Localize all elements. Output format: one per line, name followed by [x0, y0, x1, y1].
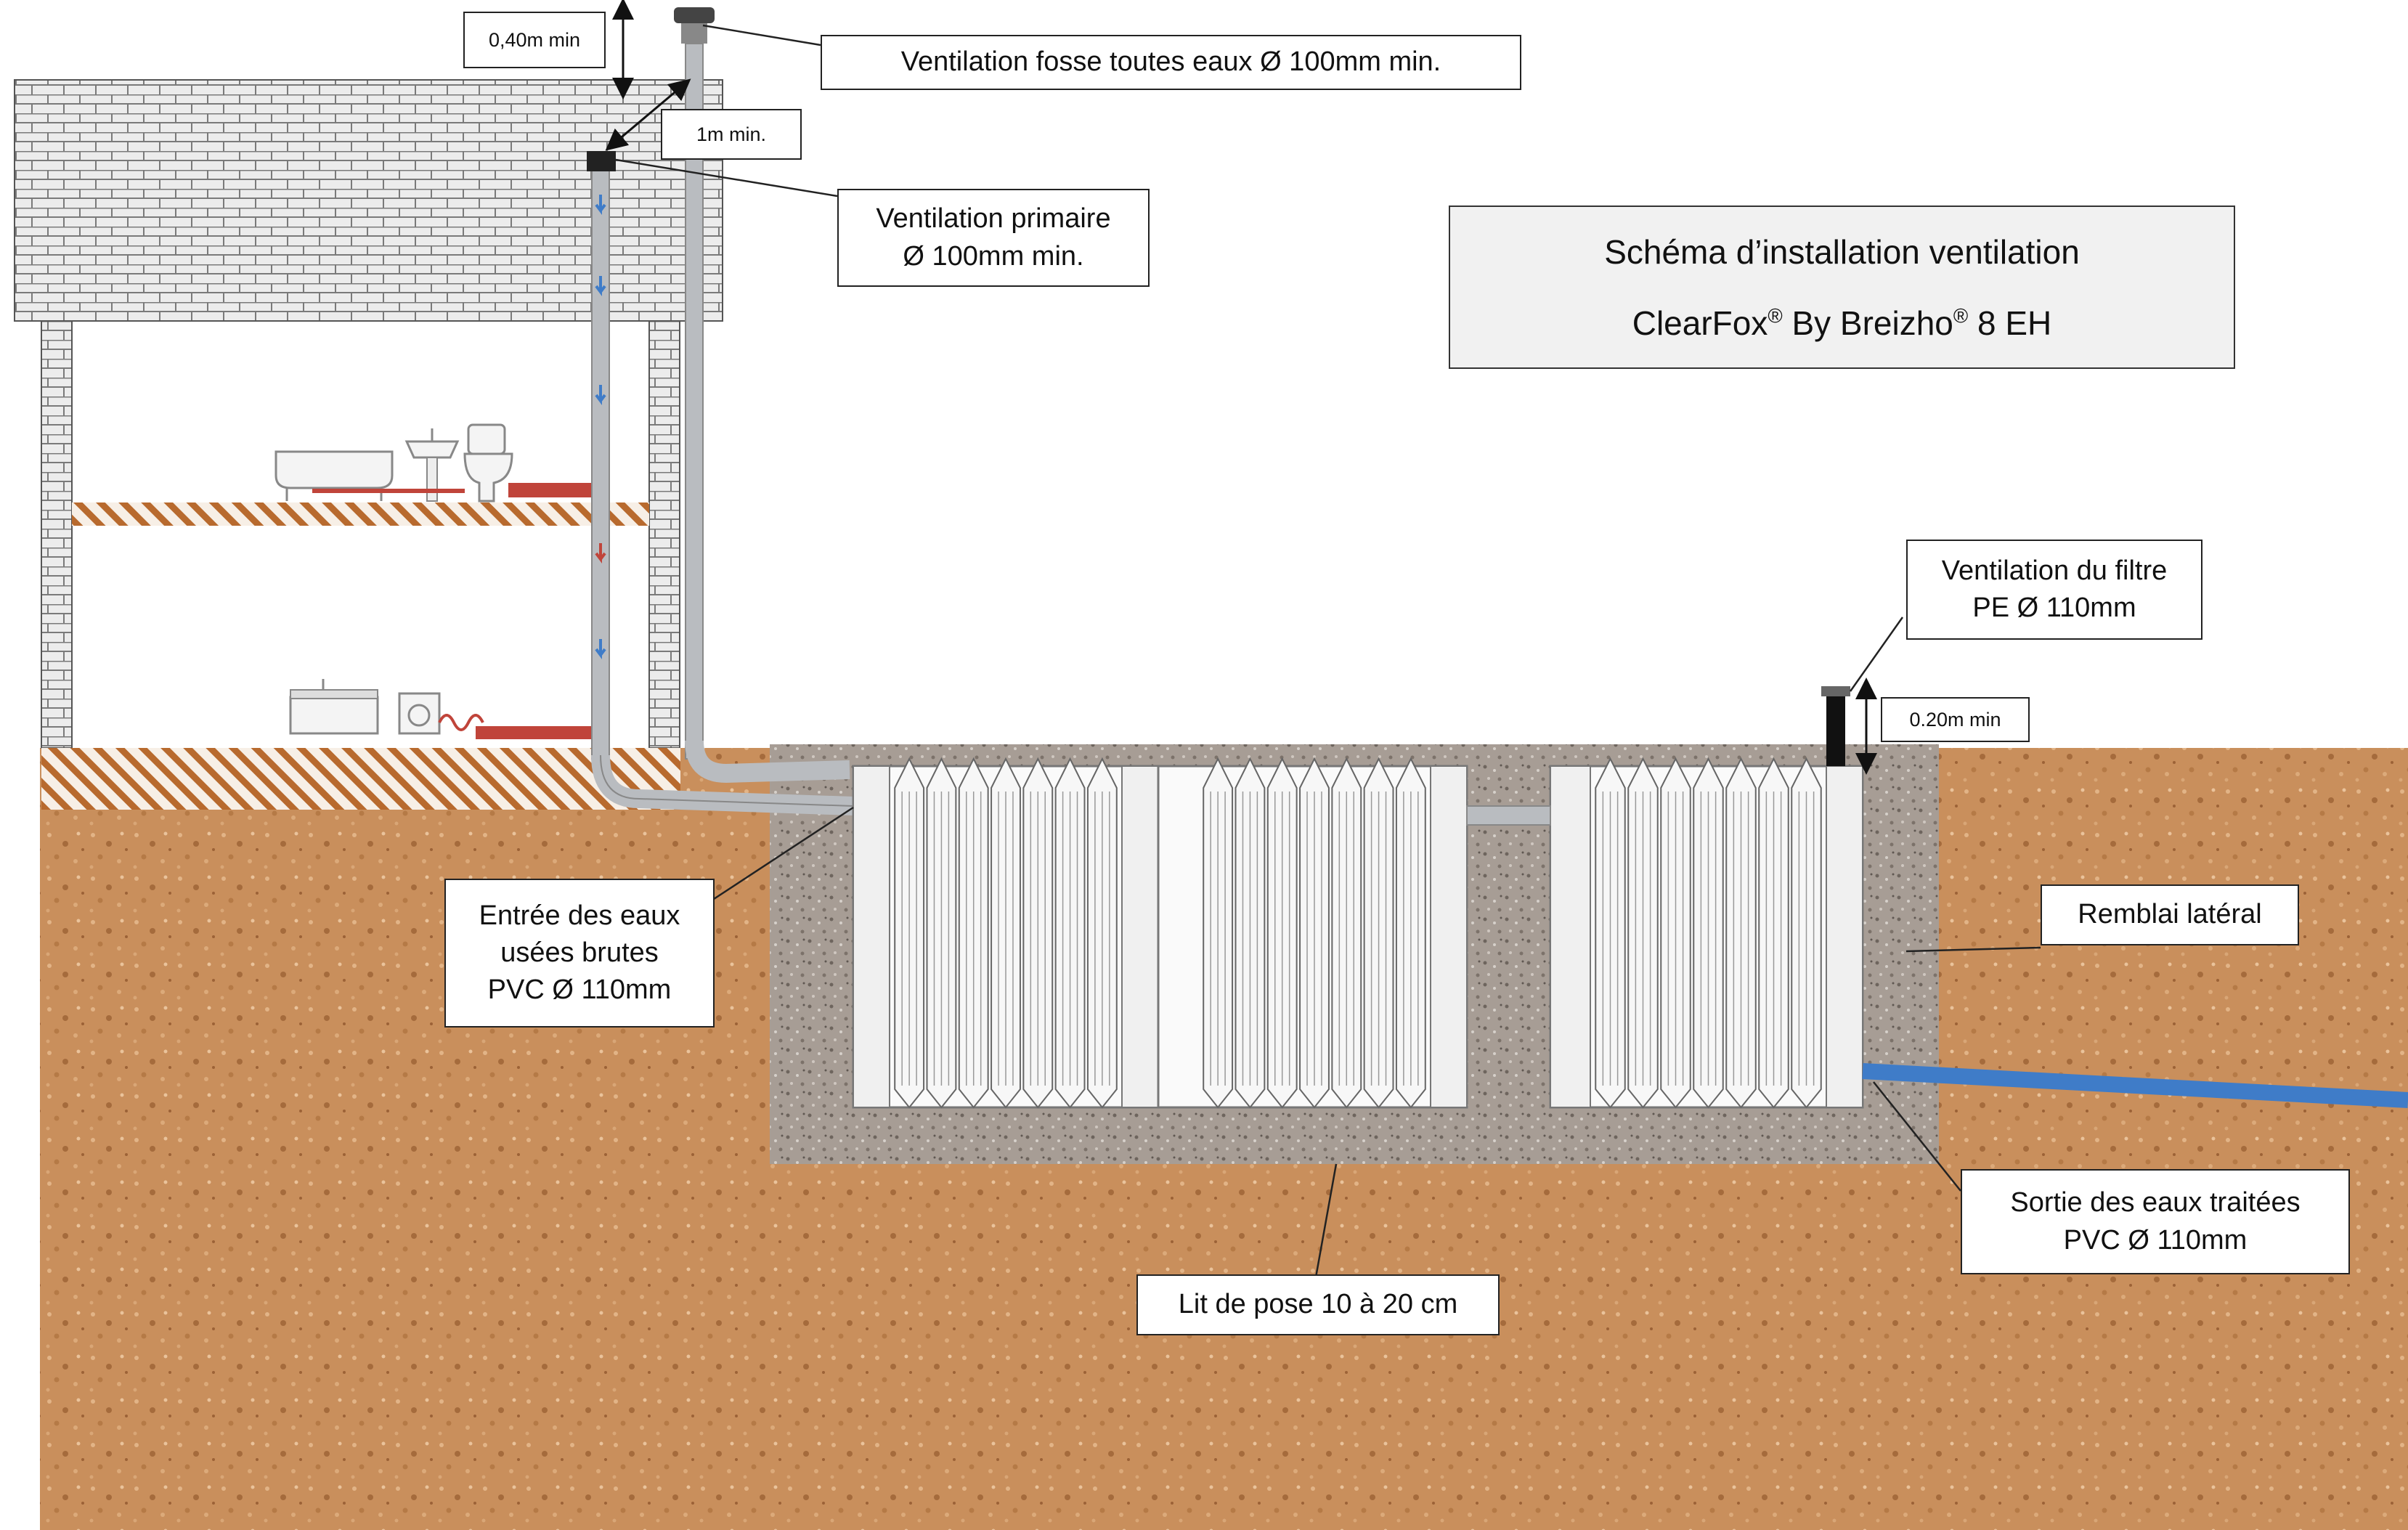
- filter-vent-cap: [1821, 686, 1850, 696]
- washing-machine-icon: [398, 692, 441, 735]
- kitchen-sink-icon: [289, 679, 379, 735]
- ground-waste-collector: [476, 726, 603, 739]
- label-height-040: 0,40m min: [463, 12, 606, 68]
- dim-1m: [605, 78, 691, 151]
- upper-floor: [72, 502, 649, 526]
- house-left-column: [41, 320, 73, 749]
- leader-lines: [615, 24, 2041, 1286]
- vent-elbow: [685, 740, 850, 784]
- kitchen-drain: [438, 714, 484, 731]
- house-roof: [14, 79, 723, 322]
- label-height-020: 0.20m min: [1881, 697, 2030, 742]
- diagram-title-box: Schéma d’installation ventilation ClearF…: [1449, 206, 2235, 369]
- vent-cap-icon: [674, 7, 715, 44]
- primary-vent-cap: [587, 151, 616, 171]
- label-dist-1m: 1m min.: [661, 109, 802, 160]
- house-right-column: [648, 320, 680, 749]
- ventilation-stack: [685, 43, 704, 760]
- tank-connector-pipe: [1466, 805, 1551, 826]
- filter-vent-pipe: [1826, 693, 1845, 766]
- primary-downpipe: [591, 152, 610, 760]
- title-line-2: ClearFox® By Breizho® 8 EH: [1632, 304, 2052, 342]
- outlet-pipe: [1862, 1063, 2408, 1108]
- label-remblai: Remblai latéral: [2041, 884, 2299, 945]
- ground-floor: [41, 748, 680, 810]
- title-line-1: Schéma d’installation ventilation: [1604, 232, 2080, 271]
- label-lit-pose: Lit de pose 10 à 20 cm: [1136, 1274, 1500, 1335]
- upper-waste-collector: [508, 483, 603, 497]
- bathtub-icon: [274, 450, 394, 501]
- filter-media: [894, 757, 1822, 1109]
- toilet-icon: [463, 423, 513, 502]
- label-vent-fosse: Ventilation fosse toutes eaux Ø 100mm mi…: [821, 35, 1521, 90]
